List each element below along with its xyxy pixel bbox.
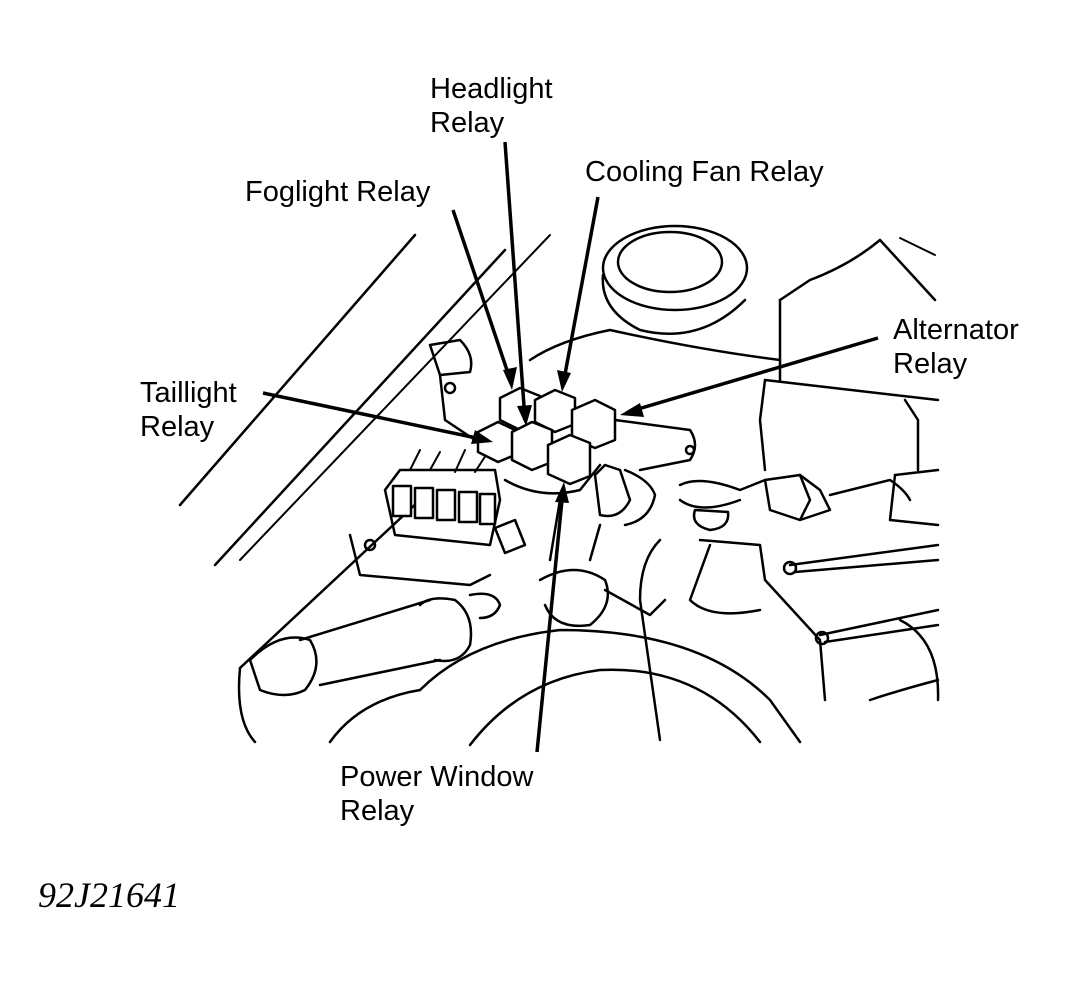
cooling-fan-pointer (561, 196, 600, 386)
headlight-pointer (503, 141, 527, 421)
taillight-pointer (262, 391, 487, 442)
fender-outline (178, 233, 551, 744)
power-window-arrowhead (555, 482, 569, 503)
alternator-pointer (627, 336, 879, 414)
headlight-arrowhead (517, 405, 532, 426)
hoses-and-connectors (248, 463, 802, 747)
power-window-relay-label: Power Window Relay (340, 760, 533, 828)
foglight-pointer (451, 209, 514, 386)
cooling-fan-relay-label-text: Cooling Fan Relay (585, 156, 824, 188)
alternator-relay-label: Alternator Relay (893, 313, 1019, 381)
pointer-lines (262, 141, 879, 753)
strut-tower (528, 224, 937, 382)
taillight-relay-label-line2: Relay (140, 411, 215, 443)
power-window-relay-body (546, 433, 592, 486)
foglight-arrowhead (503, 367, 517, 390)
cooling-fan-relay-label: Cooling Fan Relay (585, 155, 824, 189)
power-window-relay-label-line1: Power Window (340, 761, 534, 793)
alternator-arrowhead (620, 403, 644, 417)
right-side-components (678, 378, 940, 702)
taillight-relay-label: Taillight Relay (140, 376, 237, 444)
taillight-relay-label-line1: Taillight (140, 377, 237, 409)
power-window-relay-label-line2: Relay (340, 795, 415, 827)
headlight-relay-body (510, 420, 554, 472)
power-window-pointer (535, 489, 565, 753)
foglight-relay-label: Foglight Relay (245, 175, 430, 209)
cooling-fan-arrowhead (557, 370, 571, 392)
alternator-relay-label-line2: Relay (893, 348, 968, 380)
headlight-relay-label: Headlight Relay (430, 72, 553, 140)
foglight-relay-label-text: Foglight Relay (245, 176, 431, 208)
alternator-relay-label-line1: Alternator (893, 314, 1019, 346)
headlight-relay-label-line2: Relay (430, 107, 505, 139)
figure-id: 92J21641 (38, 875, 180, 915)
relay-cluster (476, 386, 617, 495)
headlight-relay-label-line1: Headlight (430, 73, 553, 105)
taillight-arrowhead (471, 430, 493, 444)
fuse-block (383, 449, 527, 555)
